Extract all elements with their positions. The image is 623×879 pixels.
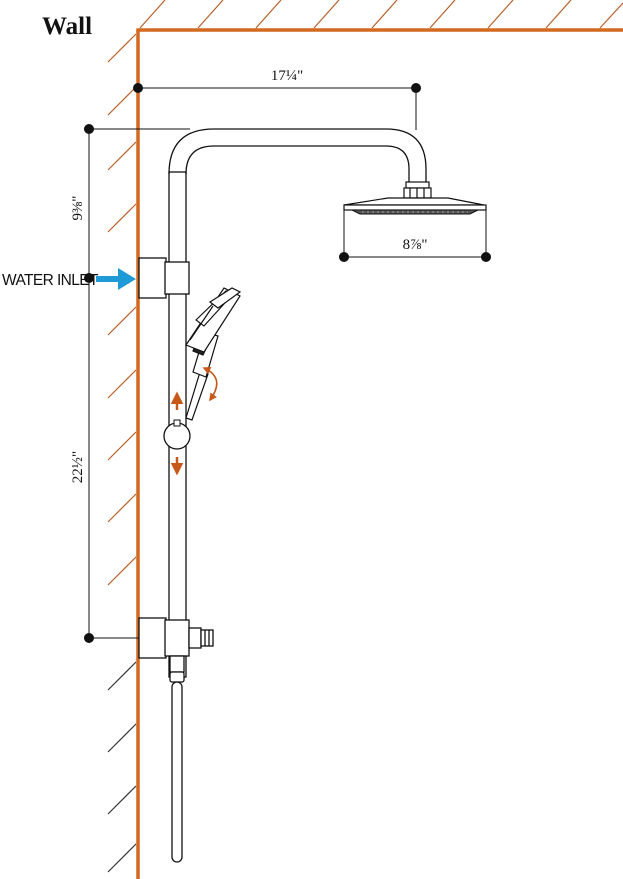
- slide-bracket-knob: [163, 419, 191, 450]
- head-connector: [403, 181, 432, 199]
- head-diameter-dimension: 8⅞": [339, 210, 491, 262]
- shower-hose: [169, 671, 185, 863]
- water-inlet-label: WATER INLET: [2, 272, 99, 289]
- arm-reach-dimension: 17¼": [133, 68, 421, 130]
- handheld-shower: [185, 287, 242, 421]
- head-diameter-label: 8⅞": [403, 237, 428, 253]
- upper-wall-bracket: [138, 257, 190, 299]
- ceiling-hatching: [139, 0, 623, 29]
- inlet-to-bottom-label: 22½": [70, 451, 86, 483]
- vertical-dimension-line: [84, 124, 190, 643]
- shower-arm: [168, 128, 427, 182]
- rain-shower-head: [343, 197, 487, 215]
- wall-hatching: [107, 33, 137, 873]
- wall-label: Wall: [42, 13, 92, 40]
- lower-diverter: [138, 617, 214, 673]
- inlet-to-top-label: 9⅜": [70, 196, 86, 221]
- curved-arrow-icon: [202, 367, 218, 402]
- arm-reach-label: 17¼": [271, 68, 303, 84]
- right-arrow-icon: [96, 268, 136, 290]
